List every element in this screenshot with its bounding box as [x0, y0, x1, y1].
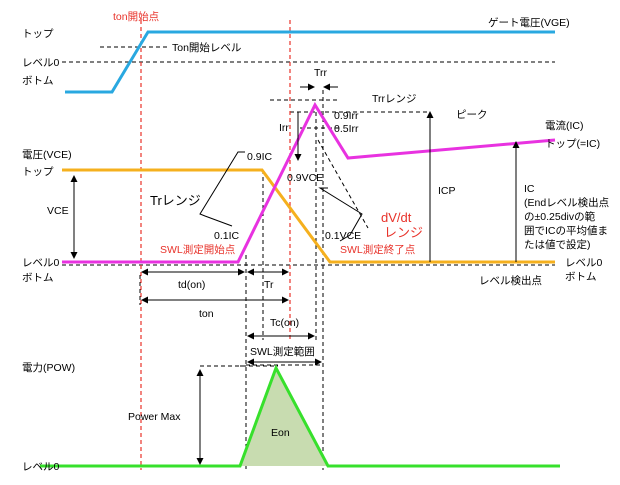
vce-level0-label: レベル0: [22, 257, 59, 269]
ton-start-level-label: Ton開始レベル: [172, 41, 241, 54]
top-eq-ic-label: トップ(=IC): [545, 138, 600, 150]
gate-top-label: トップ: [22, 28, 54, 40]
ic-note-line-1: (Endレベル検出点: [524, 196, 609, 209]
tr-label: Tr: [264, 279, 274, 291]
swl-range-label: SWL測定範囲: [250, 345, 315, 358]
power-waveform: [40, 364, 560, 468]
ic-note-line-4: たは値で設定): [524, 238, 591, 251]
vce-01-label: 0.1VCE: [325, 230, 361, 242]
power-max-label: Power Max: [128, 411, 181, 423]
red-dashed-lines: [140, 20, 291, 470]
trr-range-label: Trrレンジ: [372, 93, 417, 105]
irr-09-label: 0.9Irr: [334, 110, 359, 122]
dvdt-range-bracket: [318, 187, 363, 242]
vce-label: VCE: [47, 205, 69, 217]
ic-note-line-3: 囲でICの平均値ま: [524, 224, 608, 237]
current-ic-waveform: [62, 101, 556, 264]
vce-top-label: トップ: [22, 166, 54, 178]
peak-label: ピーク: [456, 109, 488, 121]
ic-01-label: 0.1IC: [214, 230, 240, 242]
td-on-label: td(on): [178, 279, 205, 291]
level-detect-label: レベル検出点: [479, 274, 542, 287]
measurement-arrows: [70, 83, 520, 465]
dvdt-range-label-2: レンジ: [384, 225, 423, 240]
swl-start-label: SWL測定開始点: [160, 243, 235, 256]
power-level0-label: レベル0: [22, 461, 59, 473]
ic-note-line-0: IC: [524, 183, 535, 195]
voltage-vce-waveform: [62, 168, 555, 264]
tr-range-label: Trレンジ: [150, 193, 201, 208]
ton-label: ton: [199, 308, 214, 320]
power-label: 電力(POW): [22, 361, 75, 374]
eon-area: [240, 368, 328, 466]
trr-label: Trr: [314, 67, 328, 79]
current-ic-label: 電流(IC): [545, 119, 584, 132]
gate-voltage-waveform: [65, 30, 555, 94]
swl-end-label: SWL測定終了点: [340, 243, 415, 256]
dvdt-range-label-1: dV/dt: [381, 210, 412, 225]
irr-label: Irr: [279, 122, 289, 134]
gate-bottom-label: ボトム: [22, 75, 54, 87]
vce-bottom-label: ボトム: [22, 272, 54, 284]
tc-on-label: Tc(on): [270, 317, 299, 329]
right-bottom-label: ボトム: [565, 271, 597, 283]
tr-range-bracket: [199, 151, 245, 227]
vce-09-label: 0.9VCE: [287, 172, 323, 184]
gate-voltage-label: ゲート電圧(VGE): [488, 17, 570, 29]
eon-label: Eon: [271, 427, 290, 439]
ic-note-line-2: の±0.25divの範: [524, 210, 596, 223]
gate-level0-label: レベル0: [22, 57, 59, 69]
voltage-vce-label: 電圧(VCE): [22, 149, 72, 161]
irr-05-label: 0.5Irr: [334, 123, 359, 135]
ton-start-point-label: ton開始点: [113, 10, 159, 23]
ic-09-label: 0.9IC: [247, 151, 273, 163]
icp-label: ICP: [438, 185, 456, 197]
right-level0-label: レベル0: [565, 257, 602, 269]
